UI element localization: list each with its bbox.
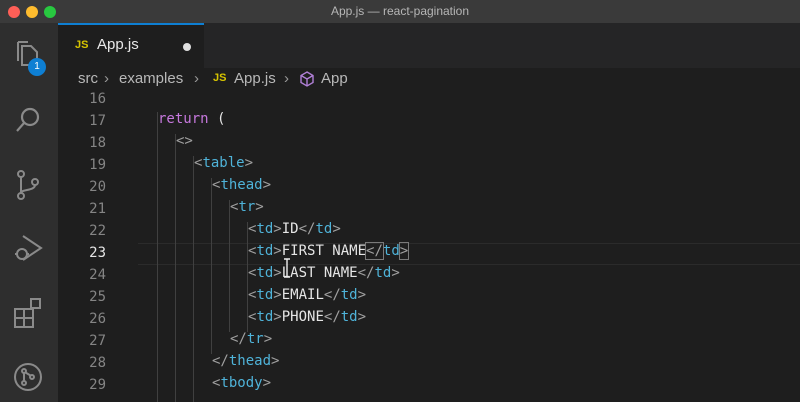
activity-git-graph[interactable]	[0, 350, 58, 402]
explorer-badge: 1	[28, 58, 46, 76]
activity-search[interactable]	[0, 93, 58, 145]
code-line-22: <td>ID</td>	[248, 221, 341, 237]
line-number: 16	[89, 91, 106, 107]
chevron-right-icon: ›	[194, 70, 199, 87]
symbol-class-icon	[299, 71, 315, 91]
tag-name: td	[340, 287, 358, 303]
tag-name: tr	[246, 331, 264, 347]
line-number: 18	[89, 135, 106, 151]
tag-name: td	[382, 243, 400, 259]
code-line-19: <table>	[194, 155, 254, 171]
code-line-20: <thead>	[212, 177, 272, 193]
text-cursor-icon	[284, 258, 290, 278]
line-number: 20	[89, 179, 106, 195]
activity-extensions[interactable]	[0, 285, 58, 337]
breadcrumb: src › examples › JS App.js › App	[58, 68, 800, 92]
cell-text: FIRST NAME	[281, 243, 367, 259]
tag-name: tbody	[220, 375, 263, 391]
line-number-current: 23	[89, 245, 106, 261]
tab-app-js[interactable]: JS App.js	[58, 23, 204, 68]
current-line-highlight	[138, 243, 800, 265]
indent-guide	[175, 134, 176, 402]
code-lines: return ( <> <table> <thead> <tr> <td>ID<…	[58, 92, 800, 402]
code-line-17: return (	[158, 111, 226, 127]
javascript-file-icon: JS	[213, 72, 227, 84]
tag-name: td	[340, 309, 358, 325]
maximize-window-button[interactable]	[44, 6, 56, 18]
cell-text: ID	[281, 221, 299, 237]
tag-name: td	[256, 243, 274, 259]
line-number: 17	[89, 113, 106, 129]
code-line-18: <>	[176, 133, 193, 149]
git-graph-icon	[14, 363, 42, 391]
editor-tabs: JS App.js	[58, 23, 800, 68]
source-control-icon	[17, 170, 39, 200]
cell-text: EMAIL	[281, 287, 324, 303]
breadcrumb-app-js[interactable]: App.js	[234, 70, 276, 87]
indent-guide	[229, 200, 230, 332]
extensions-icon	[14, 298, 41, 328]
cell-text: PHONE	[281, 309, 324, 325]
indent-guide	[211, 178, 212, 354]
line-number: 26	[89, 311, 106, 327]
code-line-25: <td>EMAIL</td>	[248, 287, 367, 303]
activity-run-debug[interactable]	[0, 220, 58, 272]
line-number: 22	[89, 223, 106, 239]
line-number: 29	[89, 377, 106, 393]
tag-name: td	[315, 221, 333, 237]
tag-name: td	[374, 265, 392, 281]
breadcrumb-src[interactable]: src	[78, 70, 98, 87]
code-line-24: <td>LAST NAME</td>	[248, 265, 400, 281]
code-line-23: <td>FIRST NAME</td>	[248, 242, 410, 260]
indent-guide	[157, 112, 158, 402]
breadcrumb-app-symbol[interactable]: App	[321, 70, 348, 87]
code-editor[interactable]: 16 17 18 19 20 21 22 23 24 25 26 27 28 2…	[58, 91, 800, 402]
tag-name: table	[202, 155, 245, 171]
line-number: 25	[89, 289, 106, 305]
unsaved-dot-icon[interactable]	[183, 43, 191, 51]
window-title: App.js — react-pagination	[330, 4, 470, 18]
javascript-file-icon: JS	[75, 39, 89, 51]
activity-explorer[interactable]: 1	[0, 27, 58, 79]
code-line-26: <td>PHONE</td>	[248, 309, 367, 325]
code-line-29: <tbody>	[212, 375, 272, 391]
line-number: 28	[89, 355, 106, 371]
activity-source-control[interactable]	[0, 156, 58, 208]
line-number: 21	[89, 201, 106, 217]
line-number-gutter: 16 17 18 19 20 21 22 23 24 25 26 27 28 2…	[58, 91, 118, 402]
indent-guide	[193, 156, 194, 402]
activity-bar: 1	[0, 23, 58, 402]
line-number: 24	[89, 267, 106, 283]
tab-label: App.js	[97, 36, 139, 53]
chevron-right-icon: ›	[284, 70, 289, 87]
cell-text: LAST NAME	[281, 265, 358, 281]
search-icon	[16, 107, 40, 132]
tag-name: td	[256, 287, 274, 303]
code-line-27: </tr>	[230, 331, 273, 347]
close-window-button[interactable]	[8, 6, 20, 18]
tag-name: thead	[228, 353, 272, 369]
line-number: 19	[89, 157, 106, 173]
code-line-28: </thead>	[212, 353, 280, 369]
tag-name: td	[256, 309, 274, 325]
breadcrumb-examples[interactable]: examples	[119, 70, 184, 87]
tag-name: tr	[238, 199, 256, 215]
run-debug-icon	[15, 235, 43, 261]
indent-guide	[247, 222, 248, 332]
title-bar: App.js — react-pagination	[0, 0, 800, 23]
tag-name: td	[256, 265, 274, 281]
chevron-right-icon: ›	[104, 70, 109, 87]
tag-name: thead	[220, 177, 263, 193]
code-line-21: <tr>	[230, 199, 264, 215]
tag-name: td	[256, 221, 274, 237]
minimize-window-button[interactable]	[26, 6, 38, 18]
line-number: 27	[89, 333, 106, 349]
